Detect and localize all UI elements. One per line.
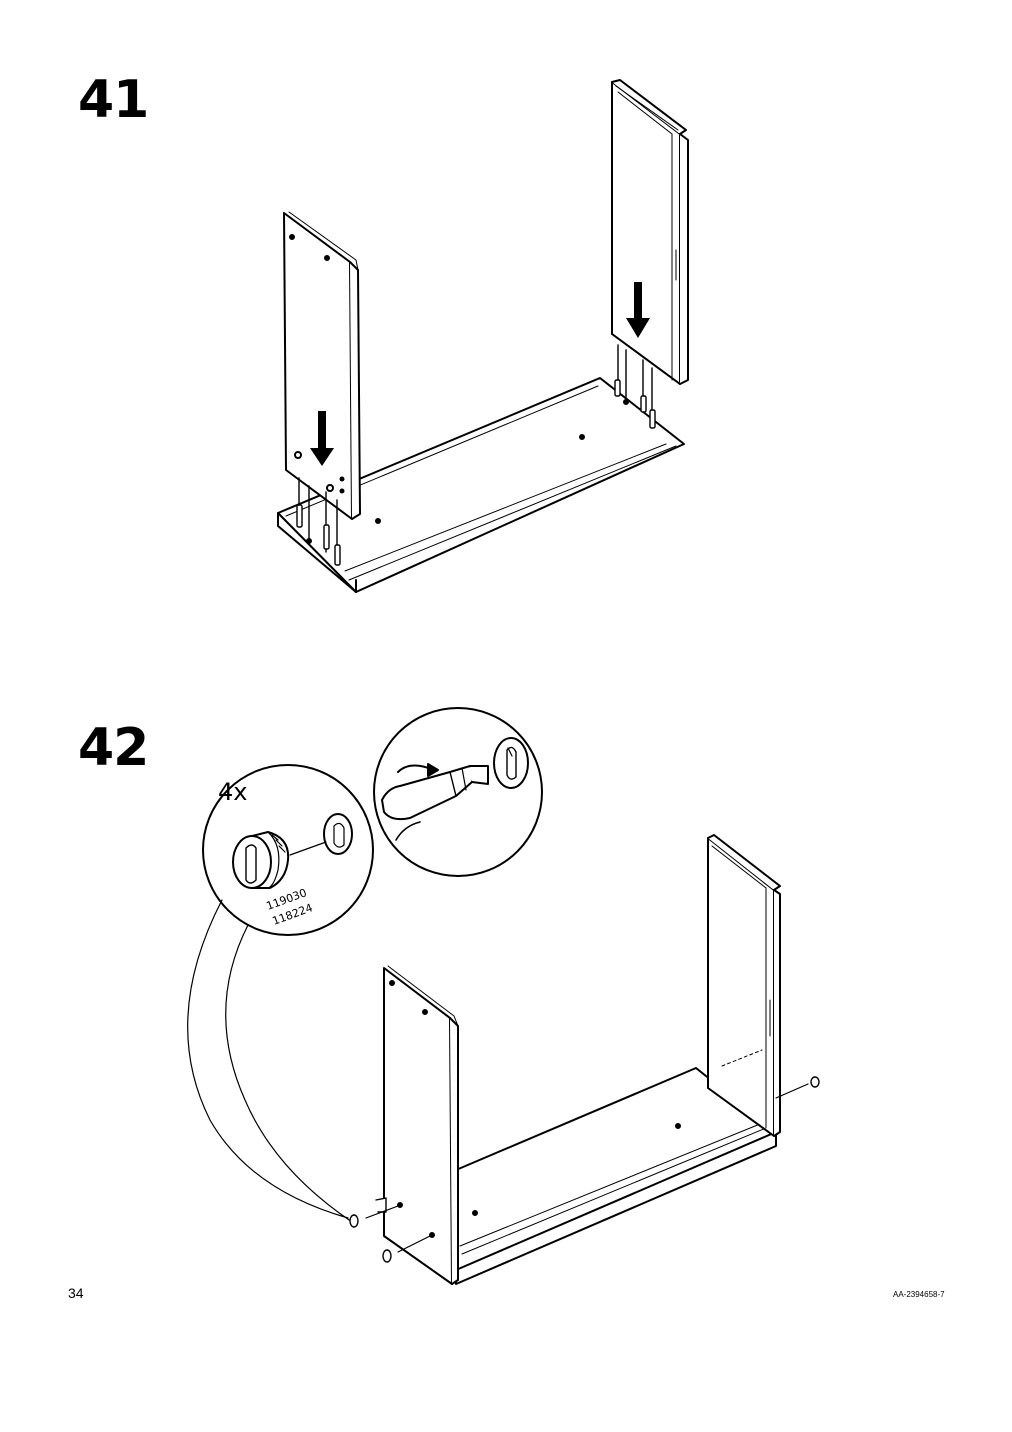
page-number: 34 [68, 1285, 84, 1301]
left-side-panel [283, 211, 361, 566]
right-side-panel [611, 79, 689, 429]
quantity-label: 4x [218, 778, 247, 806]
cabinet-carcass [349, 834, 820, 1285]
cam-lock-callout [187, 764, 374, 1223]
screwdriver-callout [373, 707, 543, 877]
step-number-41: 41 [78, 70, 149, 130]
step-42-illustration: 4x 119030 118224 [187, 707, 820, 1285]
document-code: AA-2394658-7 [893, 1290, 945, 1299]
step-41-illustration [277, 79, 689, 593]
step-number-42: 42 [78, 718, 149, 778]
